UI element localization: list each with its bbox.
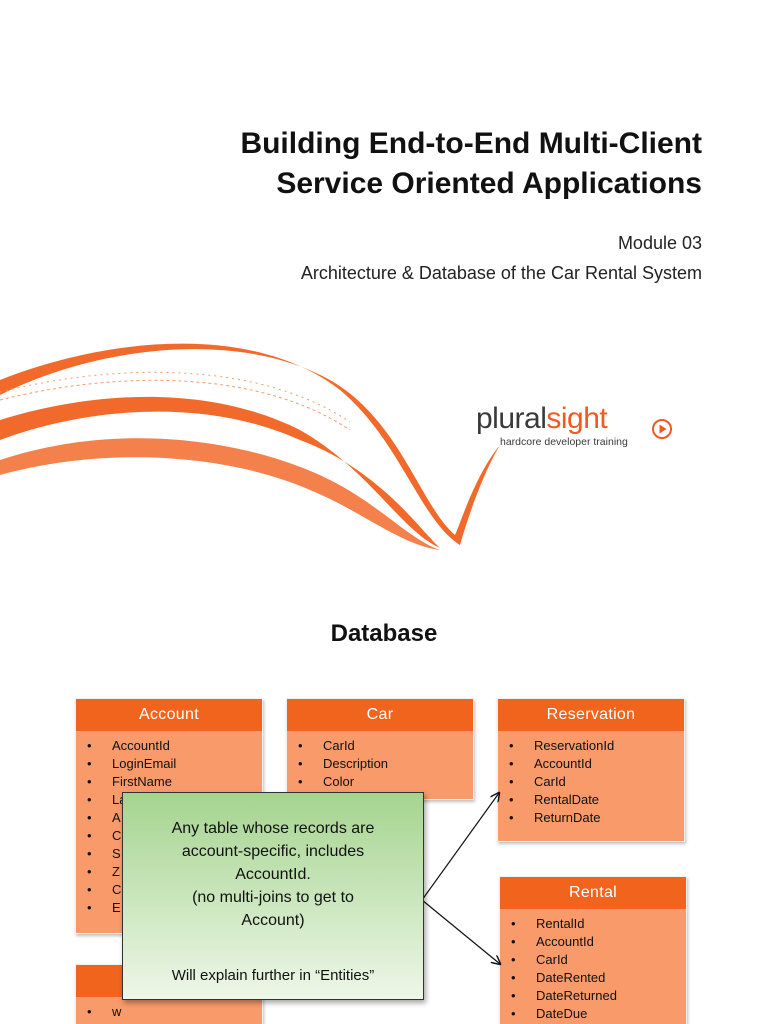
callout-line: AccountId. — [235, 866, 311, 883]
field-item: AccountId — [498, 755, 684, 773]
title-slide: Building End-to-End Multi-Client Service… — [0, 124, 702, 550]
database-title: Database — [330, 620, 438, 647]
table-header: Rental — [500, 877, 686, 909]
field-list: CarId Description Color — [287, 731, 473, 791]
play-icon — [652, 419, 672, 439]
slide-subtitle: Module 03 Architecture & Database of the… — [301, 228, 702, 288]
field-item: C — [76, 881, 262, 899]
field-item: A — [76, 809, 262, 827]
swoosh-graphic — [0, 343, 500, 550]
field-item: Description — [287, 755, 473, 773]
arrow-to-rental — [421, 899, 500, 964]
callout-line: (no multi-joins to get to — [192, 889, 354, 906]
table-header: Account — [76, 699, 262, 731]
title-line-2: Service Oriented Applications — [276, 167, 702, 200]
database-slide: Database Account AccountId LoginEmail Fi… — [0, 580, 768, 1024]
field-item: CarId — [287, 737, 473, 755]
callout-line: Any table whose records are — [171, 820, 375, 837]
module-label: Module 03 — [617, 233, 702, 253]
field-item: RentalDate — [498, 791, 684, 809]
callout-footer: Will explain further in “Entities” — [171, 967, 375, 984]
table-car: Car CarId Description Color — [286, 698, 474, 800]
field-item: FirstName — [76, 773, 262, 791]
field-item: S — [76, 845, 262, 863]
field-list: ReservationId AccountId CarId RentalDate… — [498, 731, 684, 827]
callout-line: account-specific, includes — [181, 843, 365, 860]
table-reservation: Reservation ReservationId AccountId CarI… — [497, 698, 685, 842]
logo-word-main: plural — [476, 402, 547, 435]
title-line-1: Building End-to-End Multi-Client — [240, 127, 702, 160]
field-item: DateReturned — [500, 987, 686, 1005]
field-item: ReservationId — [498, 737, 684, 755]
field-item: AccountId — [76, 737, 262, 755]
callout-line: Account) — [241, 912, 305, 929]
topic-label: Architecture & Database of the Car Renta… — [300, 263, 702, 283]
field-item: DateRented — [500, 969, 686, 987]
field-item: LoginEmail — [76, 755, 262, 773]
field-item: ReturnDate — [498, 809, 684, 827]
pluralsight-logo: pluralsight hardcore developer training — [476, 402, 676, 452]
logo-tagline: hardcore developer training — [500, 436, 628, 448]
table-header: Reservation — [498, 699, 684, 731]
table-rental: Rental RentalId AccountId CarId DateRent… — [499, 876, 687, 1024]
field-list: w — [76, 997, 262, 1021]
logo-word-accent: sight — [546, 402, 608, 435]
field-item: Z — [76, 863, 262, 881]
field-item: AccountId — [500, 933, 686, 951]
arrow-to-reservation — [421, 793, 499, 901]
slide-title: Building End-to-End Multi-Client Service… — [240, 124, 702, 204]
field-item: w — [76, 1003, 262, 1021]
field-item: CarId — [500, 951, 686, 969]
field-item: E — [76, 899, 262, 917]
table-header: Car — [287, 699, 473, 731]
field-item: RentalId — [500, 915, 686, 933]
field-item: DateDue — [500, 1005, 686, 1023]
callout-note: Any table whose records are account-spec… — [122, 792, 424, 1000]
logo-wordmark: pluralsight — [476, 402, 608, 436]
field-list: RentalId AccountId CarId DateRented Date… — [500, 909, 686, 1023]
field-item: Color — [287, 773, 473, 791]
callout-text: Any table whose records are account-spec… — [123, 793, 423, 932]
field-item: C — [76, 827, 262, 845]
field-item: CarId — [498, 773, 684, 791]
